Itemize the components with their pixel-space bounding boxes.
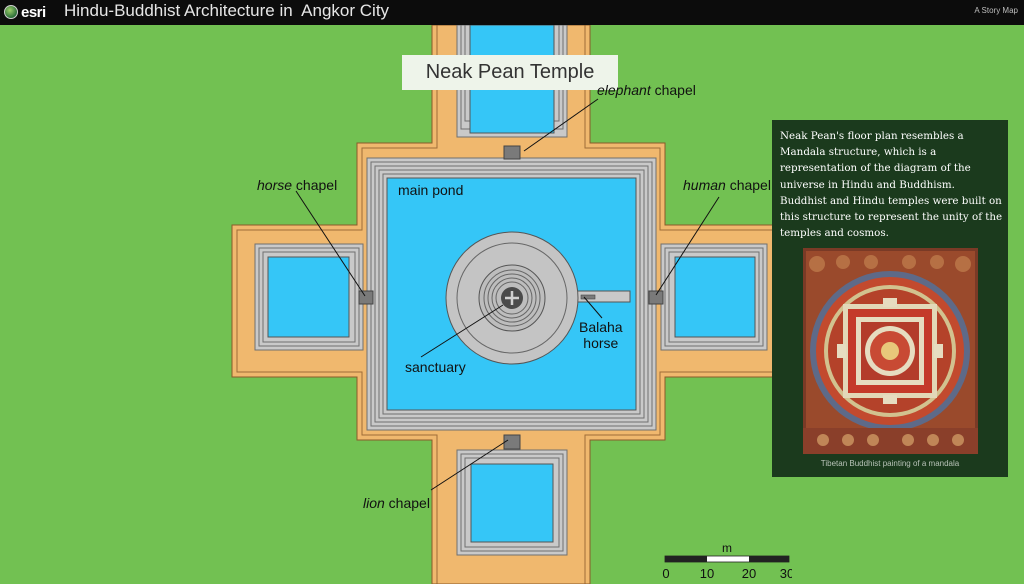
scale-bar: m 0 10 20 30 — [662, 541, 792, 581]
info-panel-text: Neak Pean's floor plan resembles a Manda… — [780, 130, 1003, 240]
map-view[interactable]: Neak Pean Temple elephant chapel horse c… — [0, 25, 1024, 584]
esri-logo[interactable]: esri — [4, 3, 50, 22]
app-title: Hindu-Buddhist Architecture in Angkor Ci… — [64, 1, 390, 20]
top-bar: esri Hindu-Buddhist Architecture in Angk… — [0, 0, 1024, 25]
south-pond — [456, 449, 568, 556]
scale-tick-20: 20 — [742, 566, 756, 581]
main-pond-label: main pond — [398, 182, 464, 198]
horse-chapel-label: horse chapel — [257, 177, 338, 193]
west-pond — [254, 243, 364, 351]
lion-chapel-label: lion chapel — [363, 495, 430, 511]
info-panel: Neak Pean's floor plan resembles a Manda… — [772, 120, 1008, 477]
chapel-gates — [358, 145, 664, 450]
scale-tick-30: 30 — [780, 566, 792, 581]
sanctuary-island — [445, 231, 631, 365]
mandala-painting-image — [803, 248, 978, 454]
story-map-link[interactable]: A Story Map — [974, 6, 1018, 15]
globe-icon — [4, 5, 18, 19]
human-chapel-label: human chapel — [683, 177, 771, 193]
elephant-chapel-label: elephant chapel — [597, 82, 696, 98]
scale-unit-label: m — [722, 541, 732, 555]
logo-text: esri — [21, 4, 46, 21]
east-pond — [660, 243, 768, 351]
map-title: Neak Pean Temple — [402, 55, 618, 90]
scale-tick-0: 0 — [662, 566, 669, 581]
scale-tick-10: 10 — [700, 566, 714, 581]
leader-lines — [295, 98, 720, 491]
sanctuary-label: sanctuary — [405, 359, 466, 375]
image-caption: Tibetan Buddhist painting of a mandala — [820, 459, 960, 468]
balaha-horse-label: Balaha horse — [579, 319, 623, 351]
